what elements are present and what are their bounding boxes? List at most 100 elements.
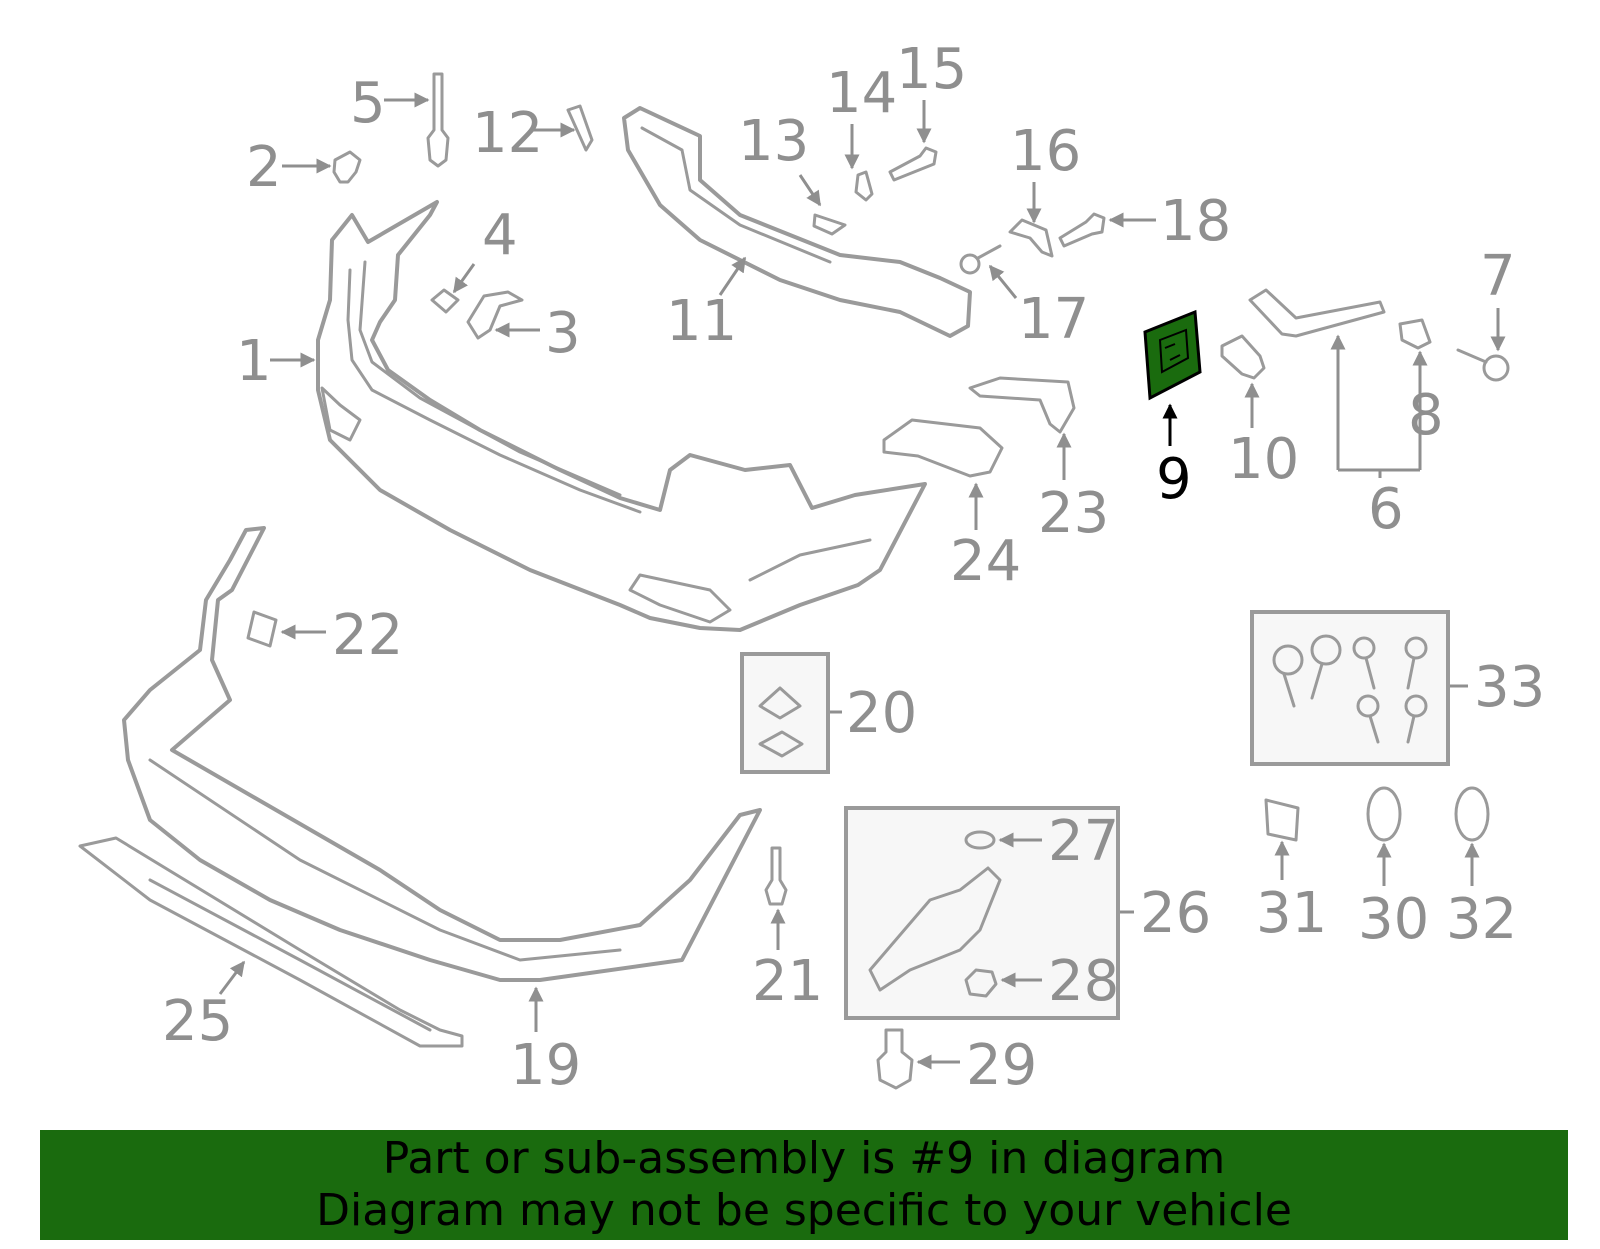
- part-29-bolt[interactable]: [876, 1028, 914, 1090]
- part-9-module-highlighted[interactable]: [1143, 309, 1202, 401]
- svg-text:3: 3: [545, 301, 581, 366]
- svg-text:2: 2: [246, 135, 282, 200]
- callout-5: 5: [350, 71, 430, 136]
- callout-10: 10: [1228, 382, 1299, 492]
- callout-6: 6: [1330, 334, 1428, 542]
- svg-text:4: 4: [482, 203, 518, 268]
- svg-text:31: 31: [1256, 881, 1327, 946]
- callout-15: 15: [896, 37, 967, 144]
- callout-2: 2: [246, 135, 332, 200]
- svg-text:13: 13: [738, 109, 809, 174]
- svg-text:25: 25: [162, 989, 233, 1054]
- banner-line-2: Diagram may not be specific to your vehi…: [316, 1185, 1292, 1236]
- info-banner: Part or sub-assembly is #9 in diagram Di…: [40, 1130, 1568, 1240]
- svg-text:11: 11: [666, 289, 737, 354]
- svg-text:17: 17: [1018, 287, 1089, 352]
- svg-text:16: 16: [1010, 119, 1081, 184]
- svg-text:21: 21: [752, 949, 823, 1014]
- part-4-pad[interactable]: [430, 288, 460, 314]
- callout-14: 14: [826, 61, 897, 170]
- part-30-ring[interactable]: [1366, 786, 1402, 842]
- part-11-absorber[interactable]: [622, 106, 972, 338]
- part-15-screw[interactable]: [888, 146, 938, 182]
- callout-27: 27: [998, 809, 1119, 874]
- callout-9: 9: [1156, 403, 1192, 512]
- callout-33: 33: [1450, 655, 1545, 720]
- callout-20: 20: [830, 681, 917, 746]
- callout-21: 21: [752, 908, 823, 1014]
- part-24-bracket[interactable]: [882, 418, 1004, 478]
- part-6-brace[interactable]: [1248, 288, 1386, 338]
- svg-text:32: 32: [1446, 887, 1517, 952]
- part-27-washer[interactable]: [964, 830, 996, 850]
- svg-text:9: 9: [1156, 447, 1192, 512]
- part-26-kit[interactable]: [844, 806, 1120, 1020]
- svg-text:28: 28: [1048, 949, 1119, 1014]
- part-5-bolt[interactable]: [426, 72, 450, 168]
- svg-text:14: 14: [826, 61, 897, 126]
- part-10-bolt[interactable]: [1220, 334, 1266, 380]
- callout-31: 31: [1256, 840, 1327, 946]
- part-14-bracket[interactable]: [854, 170, 874, 202]
- callout-7: 7: [1480, 244, 1516, 352]
- callout-26: 26: [1120, 881, 1211, 946]
- svg-text:1: 1: [236, 329, 272, 394]
- callout-13: 13: [738, 109, 822, 207]
- callout-18: 18: [1108, 189, 1231, 254]
- callout-25: 25: [162, 960, 246, 1054]
- part-25-strip[interactable]: [78, 836, 464, 1048]
- callout-19: 19: [510, 986, 581, 1098]
- callout-4: 4: [452, 203, 518, 294]
- part-7-screw[interactable]: [1456, 348, 1510, 382]
- svg-text:12: 12: [472, 101, 543, 166]
- part-33-screw-kit[interactable]: [1250, 610, 1450, 766]
- svg-text:30: 30: [1358, 887, 1429, 952]
- part-21-stud[interactable]: [764, 846, 788, 906]
- callout-23: 23: [1038, 432, 1109, 546]
- svg-text:7: 7: [1480, 244, 1516, 309]
- callout-11: 11: [666, 256, 747, 354]
- part-8-clip[interactable]: [1398, 318, 1432, 350]
- callout-3: 3: [494, 301, 581, 366]
- part-12-clip[interactable]: [566, 104, 594, 152]
- callout-30: 30: [1358, 842, 1429, 952]
- callout-32: 32: [1446, 842, 1517, 952]
- part-18-bolt[interactable]: [1058, 212, 1106, 248]
- part-28-nut[interactable]: [964, 968, 998, 998]
- callout-28: 28: [1000, 949, 1119, 1014]
- part-20-kit[interactable]: [740, 652, 830, 774]
- svg-text:5: 5: [350, 71, 386, 136]
- svg-text:24: 24: [950, 529, 1021, 594]
- callout-16: 16: [1010, 119, 1081, 224]
- svg-text:22: 22: [332, 603, 403, 668]
- svg-text:29: 29: [966, 1033, 1037, 1098]
- part-1-bumper-cover[interactable]: [316, 200, 927, 632]
- part-23-bracket[interactable]: [968, 376, 1076, 434]
- callout-8: 8: [1408, 383, 1444, 448]
- callout-29: 29: [916, 1033, 1037, 1098]
- svg-text:19: 19: [510, 1033, 581, 1098]
- svg-text:10: 10: [1228, 427, 1299, 492]
- svg-text:8: 8: [1408, 383, 1444, 448]
- callout-22: 22: [280, 603, 403, 668]
- svg-text:20: 20: [846, 681, 917, 746]
- callout-17: 17: [988, 264, 1089, 352]
- part-17-screw[interactable]: [959, 244, 1002, 275]
- part-32-ring[interactable]: [1454, 786, 1490, 842]
- part-22-pad[interactable]: [246, 610, 278, 648]
- svg-text:6: 6: [1368, 477, 1404, 542]
- svg-text:15: 15: [896, 37, 967, 102]
- part-16-bracket[interactable]: [1008, 218, 1054, 258]
- svg-text:18: 18: [1160, 189, 1231, 254]
- part-3-bracket[interactable]: [466, 290, 524, 340]
- part-13-bracket[interactable]: [812, 213, 847, 236]
- svg-text:26: 26: [1140, 881, 1211, 946]
- svg-text:23: 23: [1038, 481, 1109, 546]
- banner-line-1: Part or sub-assembly is #9 in diagram: [382, 1133, 1226, 1184]
- part-31-pad[interactable]: [1264, 798, 1300, 842]
- svg-text:33: 33: [1474, 655, 1545, 720]
- part-19-lower-cover[interactable]: [122, 526, 762, 982]
- part-2-clip[interactable]: [332, 150, 362, 184]
- svg-text:27: 27: [1048, 809, 1119, 874]
